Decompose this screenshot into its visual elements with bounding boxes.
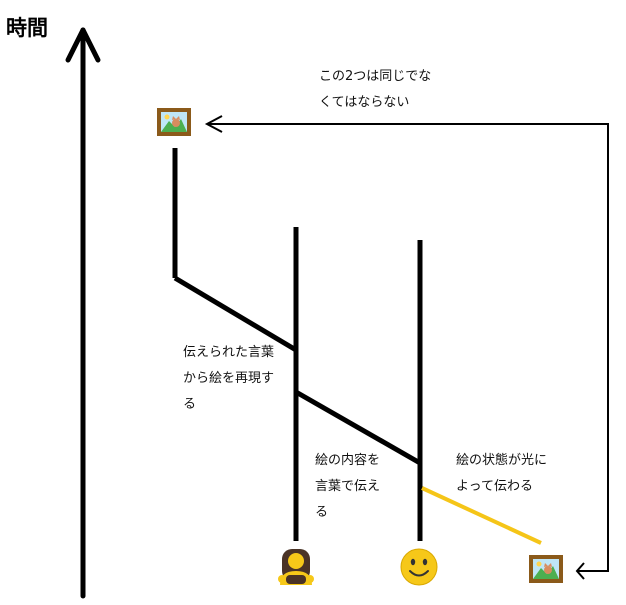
- speaker-note-line: 言葉で伝え: [315, 479, 381, 494]
- smiley-face-icon: [400, 548, 438, 586]
- reconstruction-note-line: 伝えられた言葉: [183, 345, 275, 360]
- speaker-note: 絵の内容を 言葉で伝え る: [315, 448, 380, 526]
- light-path: [421, 486, 542, 545]
- framed-picture-icon: [529, 555, 563, 583]
- reconstruction-note-line: る: [183, 397, 197, 412]
- person-icon: [278, 549, 314, 585]
- light-note-line: 絵の状態が光に: [456, 453, 548, 468]
- speaker-note-line: 絵の内容を: [315, 453, 381, 468]
- comparison-note-line: この2つは同じでな: [319, 69, 432, 84]
- light-note: 絵の状態が光に よって伝わる: [456, 448, 547, 500]
- comparison-note-line: くてはならない: [319, 95, 410, 110]
- time-axis-arrow: [65, 27, 101, 599]
- spoken-words-path: [294, 389, 422, 466]
- comparison-note: この2つは同じでな くてはならない: [319, 64, 431, 116]
- time-axis-label: 時間: [6, 16, 48, 40]
- framed-picture-icon: [157, 108, 191, 136]
- comparison-arrow: [204, 115, 609, 580]
- receiver-reconstruction-path: [172, 148, 298, 353]
- reconstruction-note-line: から絵を再現す: [183, 371, 275, 386]
- light-note-line: よって伝わる: [456, 479, 533, 494]
- reconstruction-note: 伝えられた言葉 から絵を再現す る: [183, 340, 274, 418]
- speaker-note-line: る: [315, 505, 329, 520]
